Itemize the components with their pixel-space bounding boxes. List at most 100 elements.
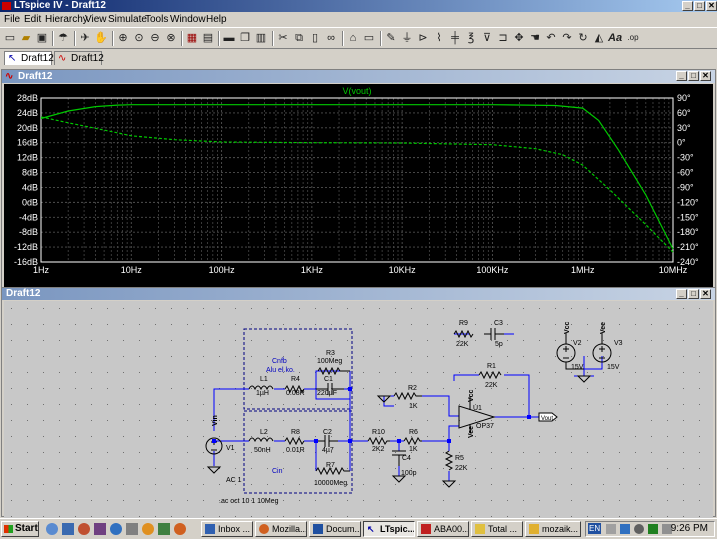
- opamp-u1[interactable]: [458, 405, 496, 429]
- capacitor-c2[interactable]: [316, 435, 338, 447]
- quicklaunch-icon[interactable]: [46, 523, 58, 535]
- tile-vertical-icon[interactable]: ▥: [255, 32, 267, 44]
- zoom-out-icon[interactable]: ⊖: [150, 32, 160, 44]
- resistor-r9[interactable]: [453, 329, 474, 339]
- undo-icon[interactable]: ↶: [546, 32, 556, 44]
- quicklaunch-icon[interactable]: [142, 523, 154, 535]
- redo-icon[interactable]: ↷: [562, 32, 572, 44]
- task-mozilla[interactable]: Mozilla...: [255, 521, 307, 537]
- tab-schematic[interactable]: ↖ Draft12: [4, 51, 54, 65]
- task-document[interactable]: Docum...: [309, 521, 361, 537]
- run-icon[interactable]: ✈: [80, 32, 90, 44]
- zoom-fit-icon[interactable]: ⊗: [166, 32, 176, 44]
- autorange-icon[interactable]: ▦: [186, 32, 198, 44]
- tile-horizontal-icon[interactable]: ▬: [223, 32, 235, 44]
- capacitor-icon[interactable]: ╪: [451, 32, 459, 44]
- quicklaunch-icon[interactable]: [174, 523, 186, 535]
- cascade-icon[interactable]: ❐: [240, 32, 250, 44]
- waveform-close-button[interactable]: ✕: [700, 71, 711, 81]
- waveform-minimize-button[interactable]: _: [676, 71, 687, 81]
- speaker-icon[interactable]: [662, 524, 672, 534]
- control-panel-icon[interactable]: ☂: [58, 32, 68, 44]
- spice-directive-icon[interactable]: .op: [627, 33, 639, 42]
- find-icon[interactable]: ∞: [327, 32, 335, 44]
- menu-file[interactable]: File: [4, 14, 21, 25]
- menu-view[interactable]: View: [85, 14, 107, 25]
- inductor-l1[interactable]: [248, 385, 274, 391]
- tray-icon[interactable]: [634, 524, 644, 534]
- print-icon[interactable]: ▭: [363, 32, 375, 44]
- language-indicator[interactable]: EN: [588, 523, 602, 534]
- resistor-r2[interactable]: [393, 391, 422, 401]
- cut-icon[interactable]: ✂: [278, 32, 288, 44]
- drag-icon[interactable]: ☚: [530, 32, 540, 44]
- tray-icon[interactable]: [606, 524, 616, 534]
- menu-simulate[interactable]: Simulate: [108, 14, 147, 25]
- maximize-button[interactable]: □: [694, 1, 705, 11]
- paste-icon[interactable]: ▯: [311, 32, 319, 44]
- resistor-r6[interactable]: [403, 436, 422, 446]
- rotate-icon[interactable]: ↻: [578, 32, 588, 44]
- spice-directive[interactable]: .ac oct 10 1 10Meg: [219, 498, 279, 505]
- task-ltspice[interactable]: ↖ LTspic...: [363, 521, 415, 537]
- grid-icon[interactable]: ▤: [202, 32, 214, 44]
- waveform-maximize-button[interactable]: □: [688, 71, 699, 81]
- resistor-r5[interactable]: [444, 450, 454, 471]
- ground-icon[interactable]: ⏚: [401, 32, 413, 44]
- menu-tools[interactable]: Tools: [145, 14, 169, 25]
- schematic-drawing[interactable]: L1 1µH R4 0.08R C1 220µF R3 100Meg L2 50…: [4, 301, 713, 521]
- resistor-r7[interactable]: [315, 466, 350, 476]
- copy-icon[interactable]: ⧉: [295, 32, 303, 44]
- schematic-maximize-button[interactable]: □: [688, 289, 699, 299]
- quicklaunch-icon[interactable]: [78, 523, 90, 535]
- menu-edit[interactable]: Edit: [24, 14, 42, 25]
- quicklaunch-icon[interactable]: [110, 523, 122, 535]
- resistor-r4[interactable]: [284, 384, 305, 394]
- quicklaunch-icon[interactable]: [126, 523, 138, 535]
- menu-window[interactable]: Window: [170, 14, 206, 25]
- task-aba00[interactable]: ABA00...: [417, 521, 469, 537]
- pan-icon[interactable]: ⊙: [134, 32, 144, 44]
- menu-help[interactable]: Help: [206, 14, 227, 25]
- resistor-r8[interactable]: [284, 436, 305, 446]
- halt-icon[interactable]: ✋: [94, 32, 108, 44]
- menu-hierarchy[interactable]: Hierarchy: [45, 14, 88, 25]
- minimize-button[interactable]: _: [682, 1, 693, 11]
- inductor-l2[interactable]: [248, 437, 274, 443]
- label-net-icon[interactable]: ⊳: [418, 32, 428, 44]
- text-icon[interactable]: Aa: [608, 32, 623, 44]
- wire-icon[interactable]: ✎: [386, 32, 396, 44]
- capacitor-c3[interactable]: [484, 328, 504, 340]
- capacitor-c1[interactable]: [316, 383, 344, 395]
- quicklaunch-icon[interactable]: [94, 523, 106, 535]
- schematic-close-button[interactable]: ✕: [700, 289, 711, 299]
- open-icon[interactable]: ▰: [21, 32, 31, 44]
- new-schematic-icon[interactable]: ▭: [4, 32, 16, 44]
- inductor-icon[interactable]: ℥: [467, 32, 475, 44]
- diode-icon[interactable]: ⊽: [482, 32, 492, 44]
- resistor-r1[interactable]: [478, 370, 502, 380]
- mirror-icon[interactable]: ◭: [594, 32, 604, 44]
- component-icon[interactable]: ⊐: [498, 32, 508, 44]
- quicklaunch-icon[interactable]: [158, 523, 170, 535]
- save-icon[interactable]: ▣: [36, 32, 48, 44]
- schematic-canvas[interactable]: L1 1µH R4 0.08R C1 220µF R3 100Meg L2 50…: [4, 301, 713, 521]
- tray-icon[interactable]: [648, 524, 658, 534]
- zoom-in-icon[interactable]: ⊕: [118, 32, 128, 44]
- task-total[interactable]: Total ...: [471, 521, 523, 537]
- task-inbox[interactable]: Inbox ...: [201, 521, 253, 537]
- schematic-minimize-button[interactable]: _: [676, 289, 687, 299]
- tab-waveform[interactable]: ∿ Draft12: [54, 51, 104, 65]
- tray-icon[interactable]: [620, 524, 630, 534]
- start-button[interactable]: Start: [1, 521, 39, 537]
- net-flag-vout[interactable]: [538, 412, 558, 422]
- task-mozaik[interactable]: mozaik...: [525, 521, 581, 537]
- close-button[interactable]: ✕: [706, 1, 717, 11]
- move-icon[interactable]: ✥: [514, 32, 524, 44]
- resistor-icon[interactable]: ⌇: [436, 32, 442, 44]
- print-preview-icon[interactable]: ⌂: [349, 32, 357, 44]
- voltage-source-v1[interactable]: [205, 437, 223, 455]
- resistor-r3[interactable]: [317, 366, 350, 376]
